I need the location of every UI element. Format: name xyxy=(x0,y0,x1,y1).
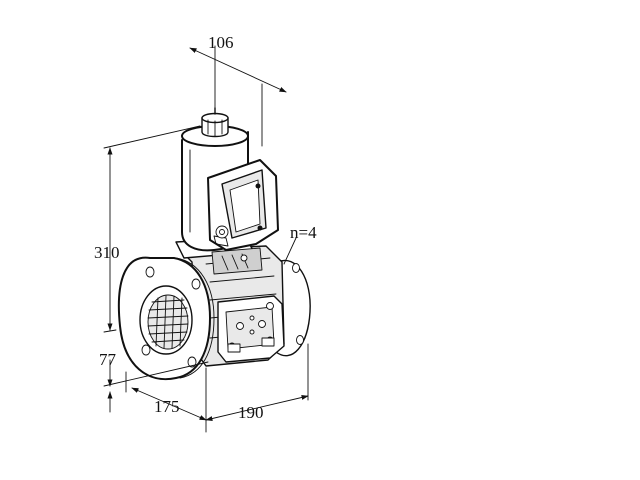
strainer-mesh xyxy=(147,295,189,349)
bolt-hole-count: n=4 xyxy=(290,223,317,242)
dimension-height-total: 310 xyxy=(94,243,120,262)
dimension-lines xyxy=(103,45,309,433)
connector-housing xyxy=(207,159,279,251)
terminal-box xyxy=(217,295,285,363)
dimension-length: 190 xyxy=(238,403,264,422)
valve-body xyxy=(117,107,311,381)
dimension-height-lower: 77 xyxy=(99,350,117,369)
bolt-hole xyxy=(187,356,197,368)
bolt-hole xyxy=(145,266,155,278)
dimension-labels: 106 310 77 175 190 n=4 xyxy=(94,33,317,422)
inlet-flange xyxy=(117,256,215,381)
dimension-depth: 175 xyxy=(154,397,180,416)
bolt-hole xyxy=(191,278,201,290)
top-nut xyxy=(201,107,229,138)
dimension-top-width: 106 xyxy=(208,33,234,52)
bolt-hole xyxy=(141,344,151,356)
